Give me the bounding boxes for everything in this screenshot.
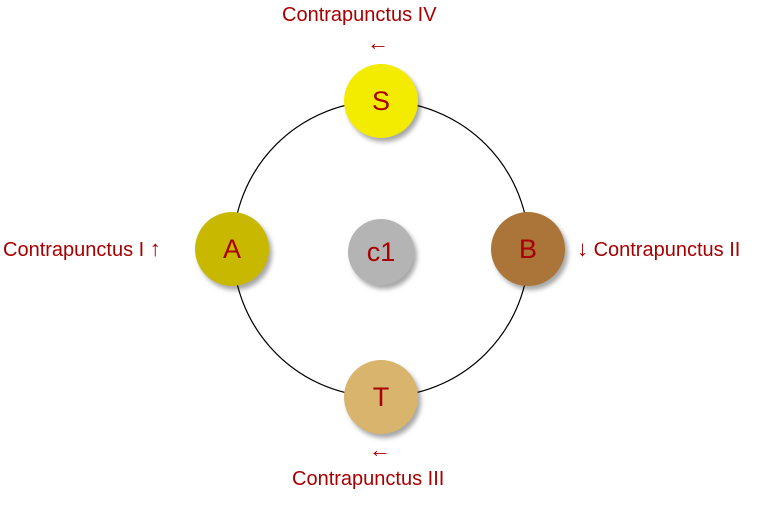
soprano-node: S [344,64,418,138]
bass-letter: B [518,233,537,264]
arrow-top: ← [367,30,389,55]
soprano-letter: S [371,85,390,116]
center-letter: c1 [366,236,396,267]
arrow-left: ↑ [149,236,161,261]
label-bottom: Contrapunctus III [292,468,445,490]
tenor-node: T [344,360,418,434]
alto-letter: A [222,233,241,264]
arrow-right: ↓ [577,236,588,261]
label-left: Contrapunctus I [3,239,145,261]
label-left-group: Contrapunctus I ↑ [3,237,161,262]
center-node: c1 [348,219,414,285]
arrow-bottom: ← [369,437,391,462]
tenor-letter: T [372,381,390,412]
bass-node: B [491,212,565,286]
label-right-group: ↓ Contrapunctus II [577,237,740,262]
alto-node: A [195,212,269,286]
label-right: Contrapunctus II [593,239,741,261]
label-top: Contrapunctus IV [282,4,437,26]
